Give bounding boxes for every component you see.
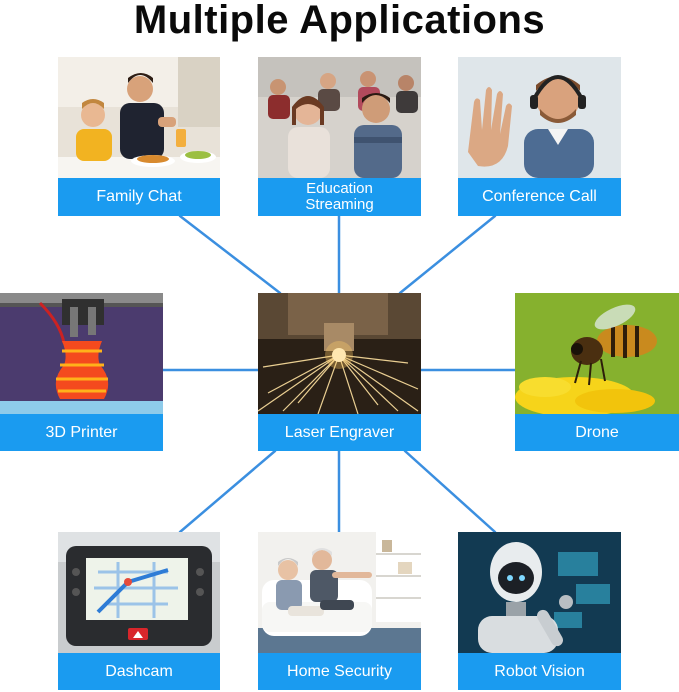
classroom-photo bbox=[258, 57, 421, 178]
laser-sparks-photo bbox=[258, 293, 421, 414]
card-label: Drone bbox=[515, 414, 679, 451]
card-label: Conference Call bbox=[458, 178, 621, 216]
card-label: Family Chat bbox=[58, 178, 220, 216]
card-3d-printer: 3D Printer bbox=[0, 293, 163, 451]
card-laser-engraver: Laser Engraver bbox=[258, 293, 421, 451]
connector-dashcam bbox=[178, 449, 277, 534]
robot-photo bbox=[458, 532, 621, 653]
card-label: Robot Vision bbox=[458, 653, 621, 690]
card-robot-vision: Robot Vision bbox=[458, 532, 621, 690]
page-title: Multiple Applications bbox=[133, 0, 546, 42]
card-label: Education Streaming bbox=[258, 178, 421, 216]
connector-conference bbox=[398, 214, 497, 295]
printed-vase-photo bbox=[0, 293, 163, 414]
card-education-streaming: Education Streaming bbox=[258, 57, 421, 216]
card-label: Laser Engraver bbox=[258, 414, 421, 451]
card-conference-call: Conference Call bbox=[458, 57, 621, 216]
headset-man-photo bbox=[458, 57, 621, 178]
card-label: Dashcam bbox=[58, 653, 220, 690]
card-label: Home Security bbox=[258, 653, 421, 690]
connector-family bbox=[178, 214, 282, 295]
card-label: 3D Printer bbox=[0, 414, 163, 451]
card-home-security: Home Security bbox=[258, 532, 421, 690]
card-drone: Drone bbox=[515, 293, 679, 451]
card-family-chat: Family Chat bbox=[58, 57, 220, 216]
bee-flower-photo bbox=[515, 293, 679, 414]
card-dashcam: Dashcam bbox=[58, 532, 220, 690]
car-dashboard-photo bbox=[58, 532, 220, 653]
family-dinner-photo bbox=[58, 57, 220, 178]
connector-robot bbox=[403, 449, 497, 534]
elderly-couple-photo bbox=[258, 532, 421, 653]
